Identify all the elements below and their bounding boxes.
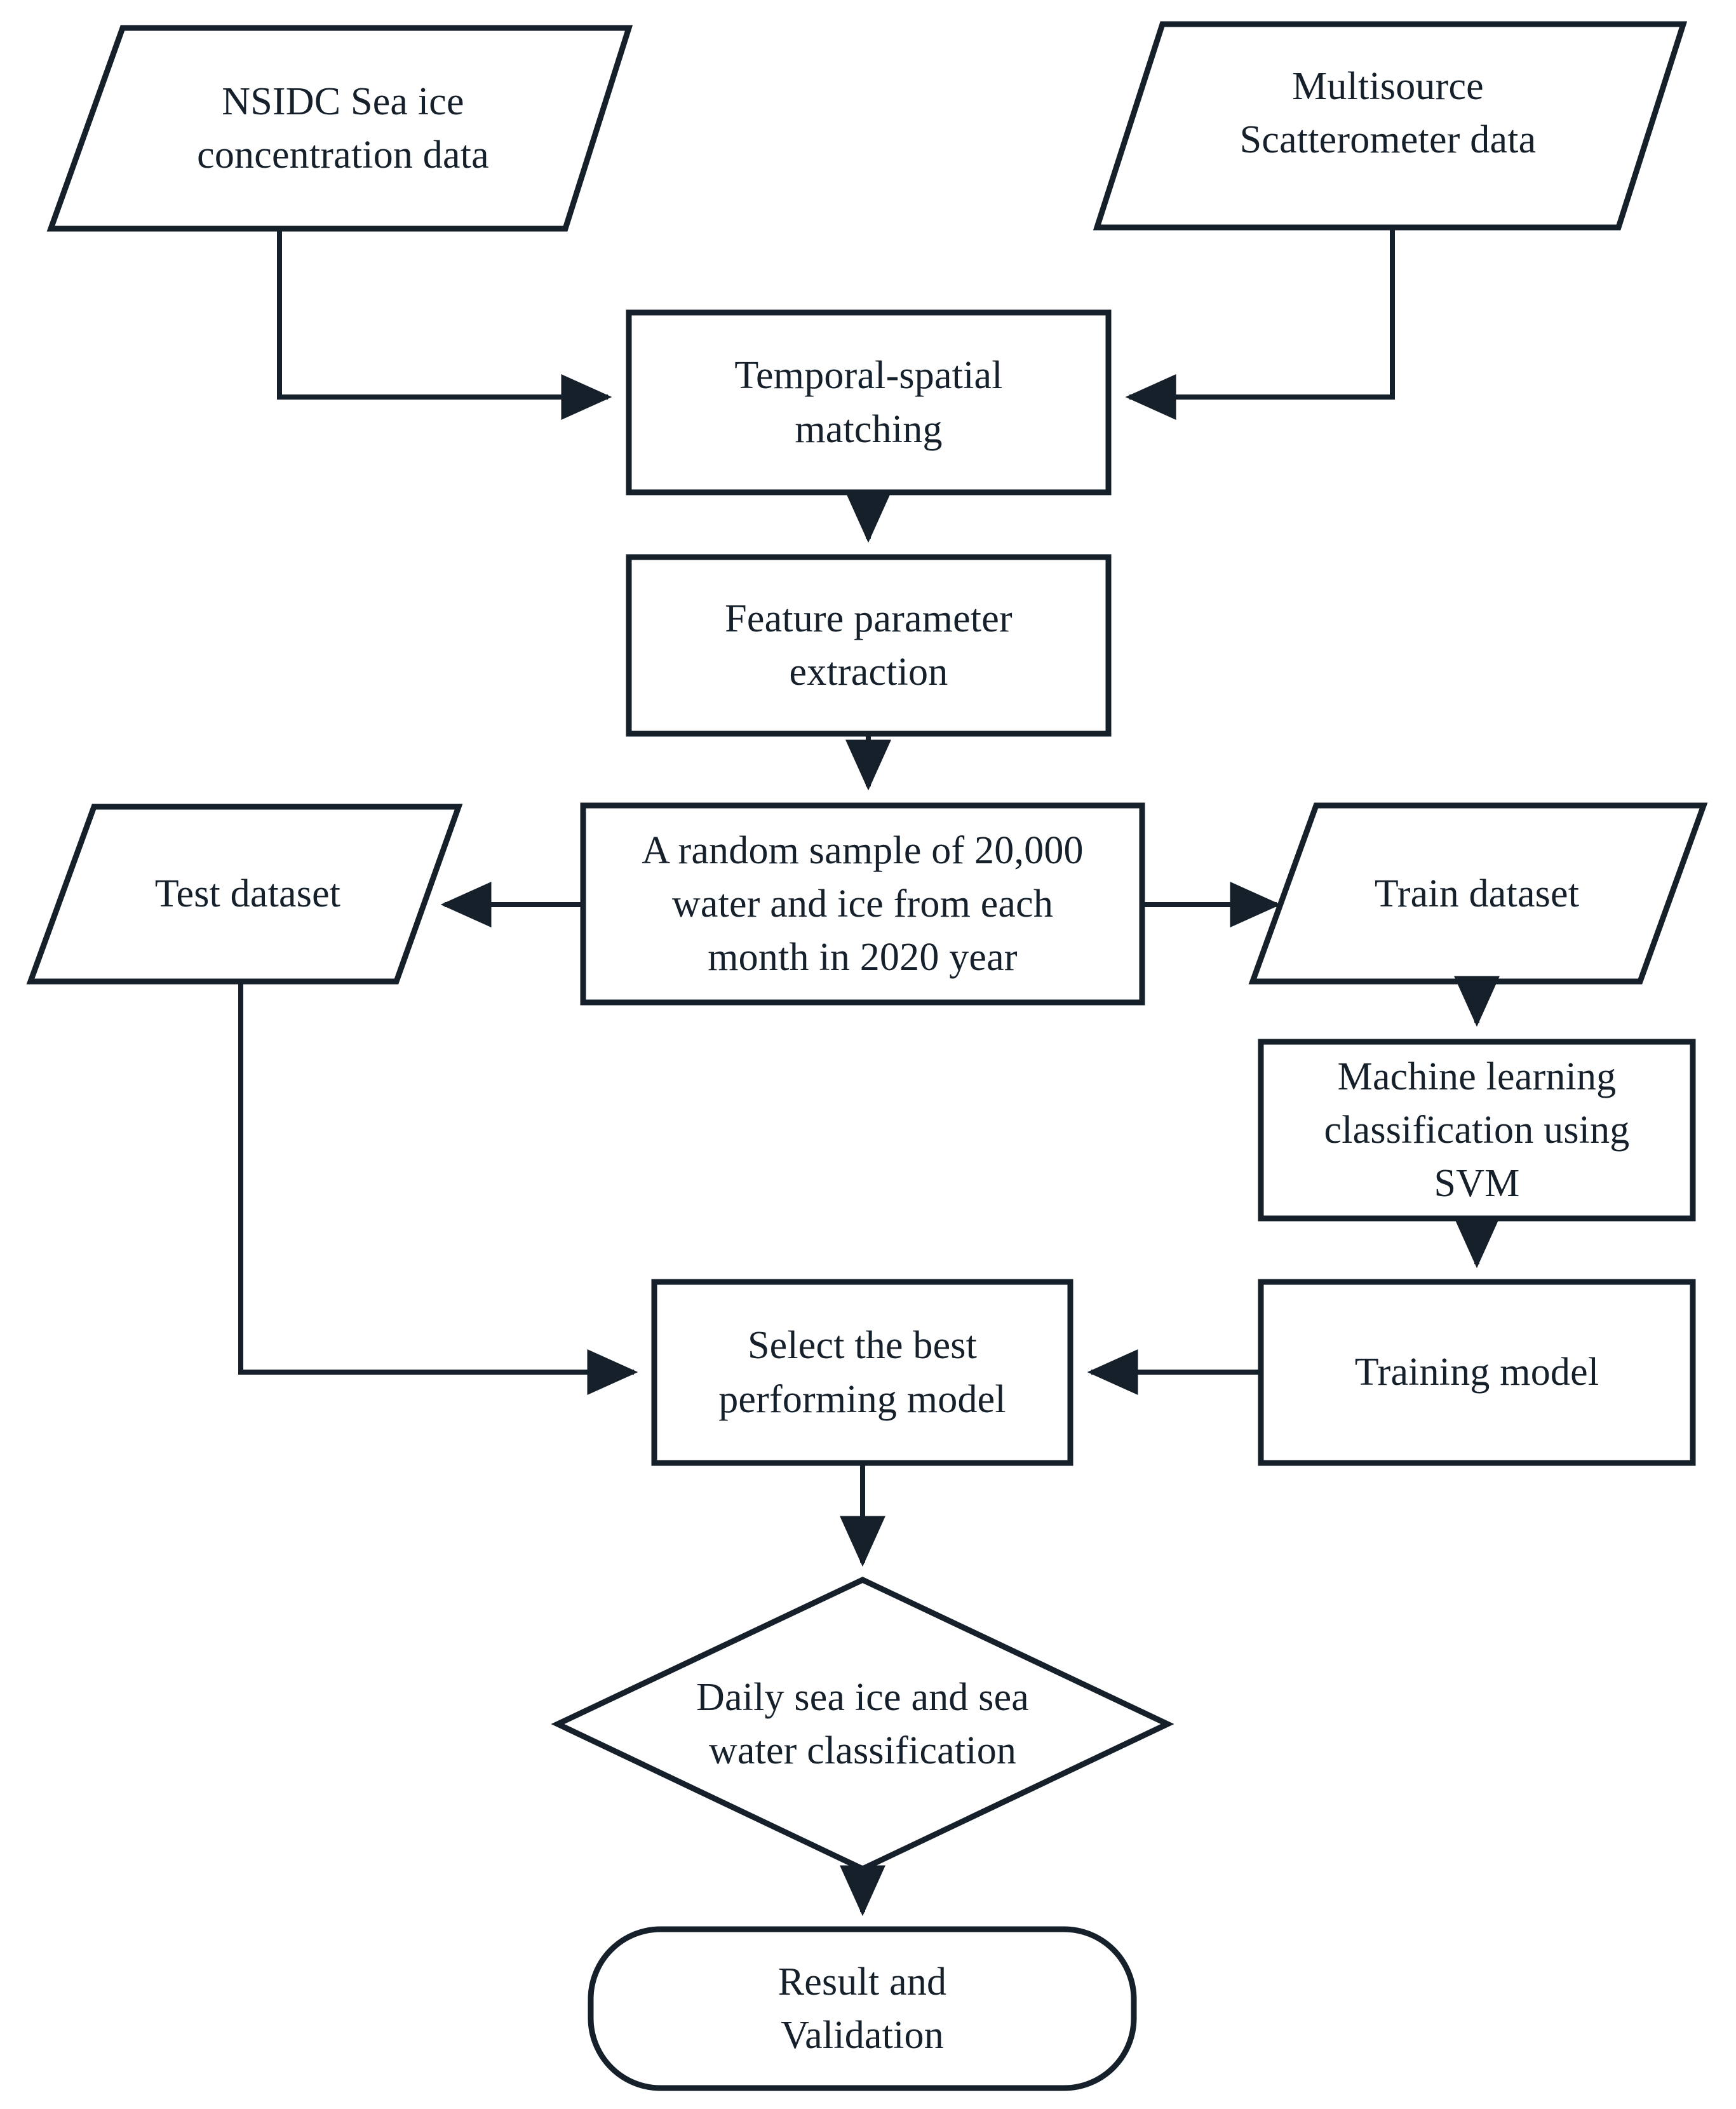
node-scatterometer-data[interactable] [1093, 21, 1688, 231]
node-result-validation[interactable] [588, 1926, 1137, 2091]
node-nsidc-data[interactable] [46, 25, 633, 232]
edge-nsidc-to-matching [277, 230, 612, 420]
node-train-dataset[interactable] [1248, 802, 1708, 985]
node-feature-parameter-extraction[interactable] [626, 554, 1112, 737]
node-random-sample[interactable] [580, 802, 1145, 1006]
node-ml-classification-svm[interactable] [1258, 1039, 1696, 1222]
node-training-model[interactable] [1258, 1279, 1696, 1466]
node-daily-classification[interactable] [551, 1577, 1174, 1872]
edge-scatterometer-to-matching [1125, 229, 1395, 420]
node-select-best-model[interactable] [651, 1279, 1073, 1466]
node-test-dataset[interactable] [26, 804, 463, 985]
node-temporal-spatial-matching[interactable] [626, 309, 1112, 495]
edge-test-to-select [238, 983, 638, 1395]
